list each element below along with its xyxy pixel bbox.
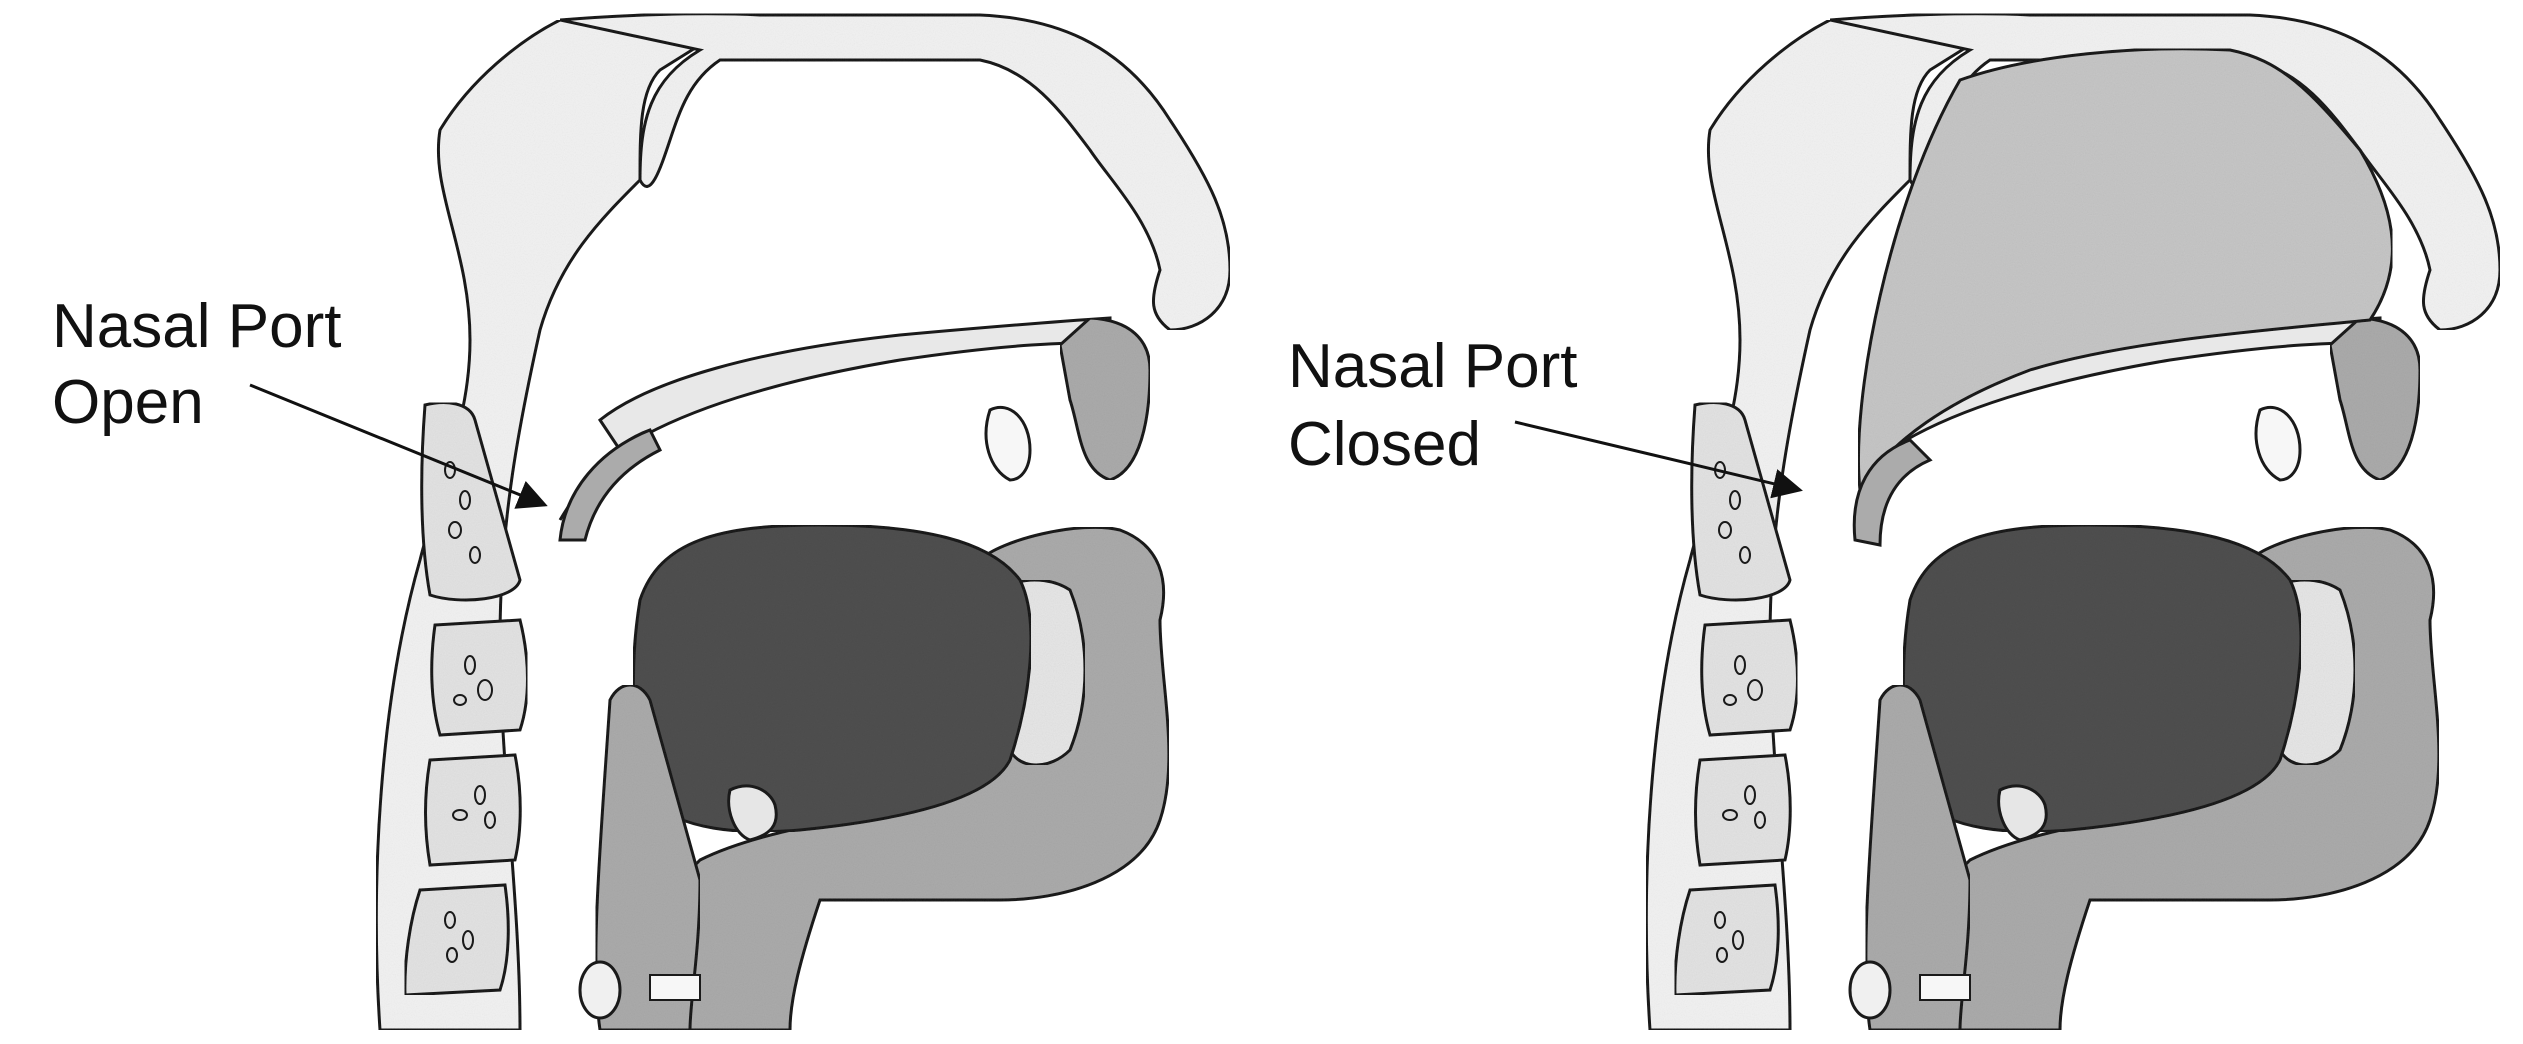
soft-palate-open (558, 428, 663, 542)
label-nasal-port-closed-line2: Closed (1288, 410, 1481, 479)
panel-open-anatomy (376, 14, 1230, 1030)
arrow-nasal-port-open (249, 383, 548, 509)
label-nasal-port-closed-line1: Nasal Port (1288, 332, 1578, 401)
panel-closed-anatomy (1646, 14, 2500, 1030)
nasal-cavity-shaded (1856, 47, 2394, 495)
arrow-nasal-port-closed (1514, 420, 1803, 499)
label-nasal-port-open-line2: Open (52, 368, 204, 437)
label-nasal-port-open-line1: Nasal Port (52, 292, 342, 361)
soft-palate-closed (1852, 438, 1933, 547)
